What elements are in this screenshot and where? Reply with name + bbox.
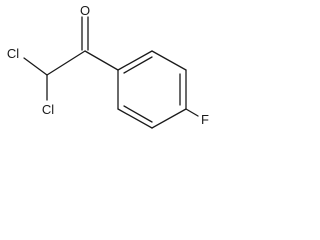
oxygen-atom-label: O — [80, 3, 90, 18]
ring-to-fluorine-bond — [185, 108, 199, 117]
ring-bond-1 — [117, 50, 153, 71]
dichloromethyl-to-upper-chlorine-bond — [23, 57, 48, 76]
ring-bond-5 — [117, 108, 153, 129]
upper-chlorine-atom-label: Cl — [7, 46, 19, 61]
ring-inner-double-bond-top — [123, 56, 153, 74]
ring-inner-double-bond-bottom — [123, 105, 153, 123]
lower-chlorine-atom-label: Cl — [42, 102, 54, 117]
ring-bond-4 — [151, 108, 187, 129]
chemical-structure-diagram: O Cl Cl F — [7, 3, 209, 129]
carbonyl-to-ring-bond — [84, 50, 119, 71]
ring-bond-2 — [151, 50, 187, 71]
carbonyl-to-dichloromethyl-bond — [46, 50, 86, 76]
fluorine-atom-label: F — [201, 112, 209, 127]
